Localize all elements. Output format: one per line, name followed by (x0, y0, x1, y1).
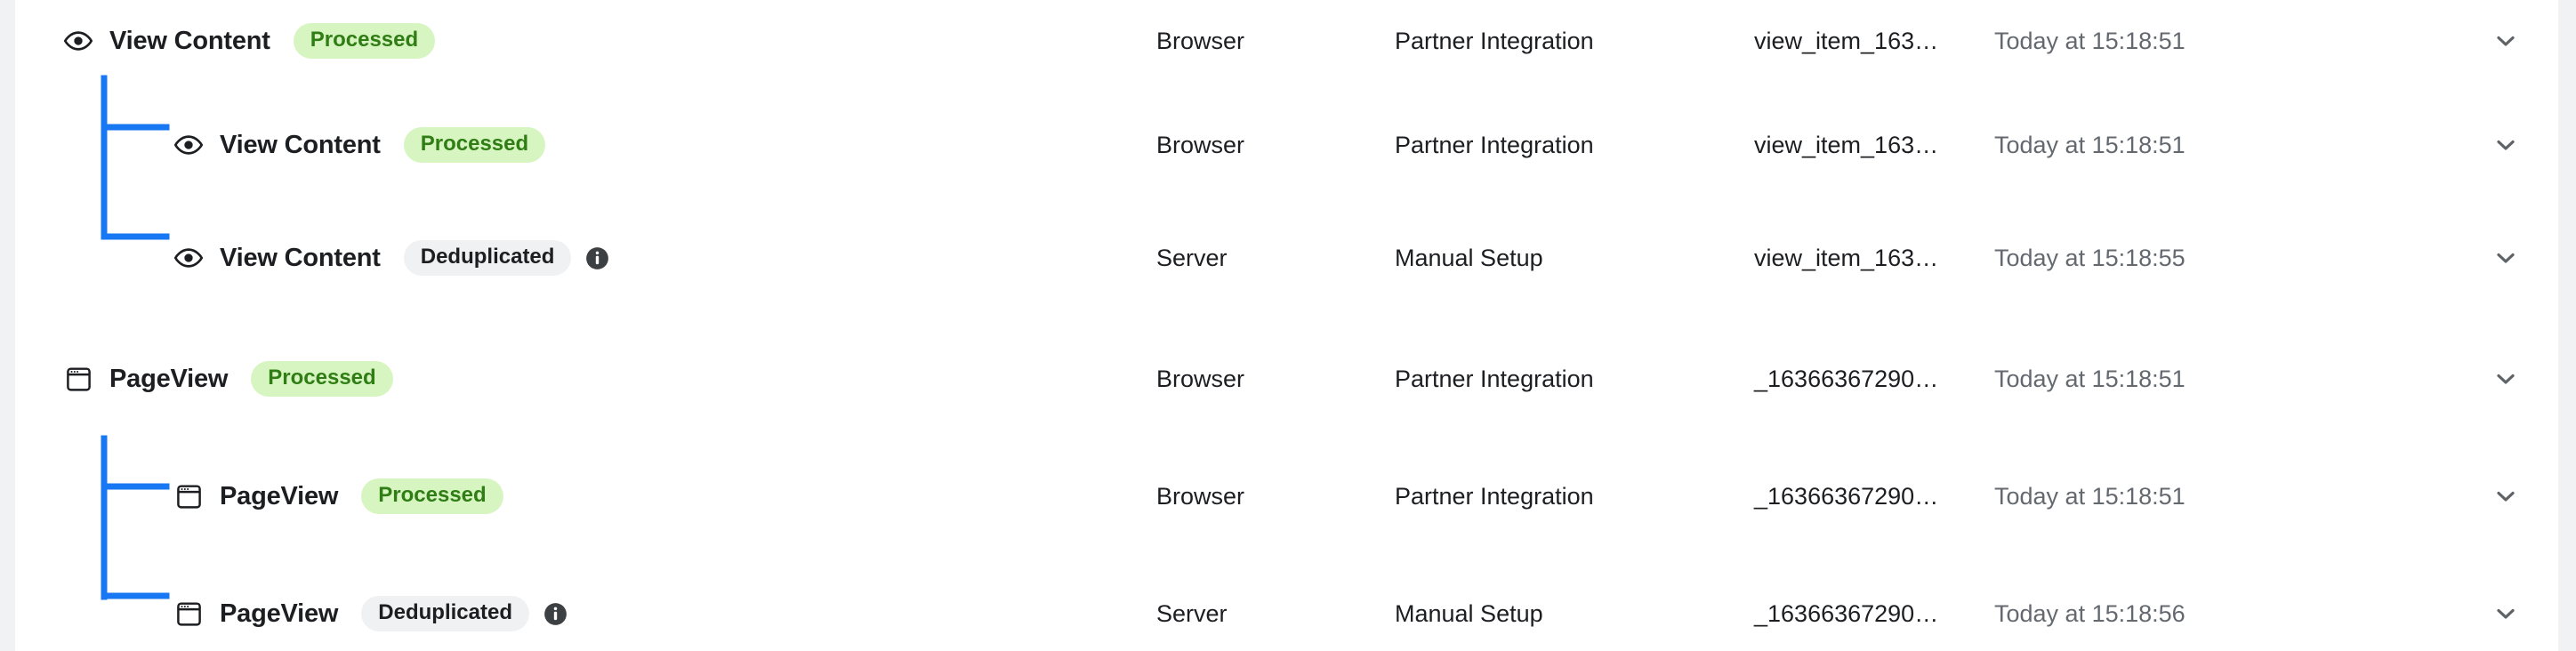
event-name-cell[interactable]: View Content Processed (168, 115, 546, 175)
event-timestamp-cell: Today at 15:18:56 (1994, 599, 2186, 627)
event-id-cell: view_item_163… (1754, 244, 1939, 271)
browser-window-icon (168, 593, 209, 634)
event-setup-cell: Partner Integration (1395, 27, 1594, 54)
event-id-cell: _16366367290… (1754, 599, 1939, 627)
table-row[interactable]: View Content Processed Browser Partner Inte… (15, 11, 2558, 71)
event-timestamp-cell: Today at 15:18:51 (1994, 131, 2186, 158)
table-row[interactable]: View Content Processed Browser Partner Inte… (15, 115, 2558, 175)
chevron-down-icon[interactable] (2479, 115, 2532, 175)
event-name-cell[interactable]: PageView Processed (58, 349, 393, 409)
table-row[interactable]: PageView Deduplicated Server Manual Setup _… (15, 583, 2558, 644)
event-name-cell[interactable]: View Content Processed (58, 11, 436, 71)
eye-icon (168, 237, 209, 278)
browser-window-icon (168, 476, 209, 517)
info-icon[interactable] (543, 602, 568, 626)
event-source-cell: Browser (1156, 27, 1245, 54)
event-setup-cell: Manual Setup (1395, 244, 1543, 271)
event-source-cell: Server (1156, 244, 1228, 271)
event-name-label: PageView (220, 599, 339, 628)
event-id-cell: view_item_163… (1754, 131, 1939, 158)
event-name-label: PageView (109, 364, 229, 393)
event-timestamp-cell: Today at 15:18:51 (1994, 27, 2186, 54)
event-name-cell[interactable]: PageView Deduplicated (168, 583, 568, 644)
eye-icon (168, 125, 209, 165)
status-badge: Processed (403, 127, 546, 163)
chevron-down-icon[interactable] (2479, 583, 2532, 644)
table-row[interactable]: PageView Processed Browser Partner Integrat… (15, 349, 2558, 409)
event-name-label: View Content (220, 243, 381, 272)
event-source-cell: Browser (1156, 131, 1245, 158)
status-badge: Processed (251, 361, 393, 397)
tree-connectors (101, 75, 170, 600)
event-setup-cell: Partner Integration (1395, 131, 1594, 158)
event-name-label: View Content (220, 130, 381, 159)
status-badge: Deduplicated (361, 596, 529, 631)
chevron-down-icon[interactable] (2479, 11, 2532, 71)
event-id-cell: _16366367290… (1754, 482, 1939, 510)
event-name-label: View Content (109, 26, 270, 55)
browser-window-icon (58, 358, 99, 399)
event-setup-cell: Partner Integration (1395, 365, 1594, 392)
event-source-cell: Browser (1156, 482, 1245, 510)
event-name-label: PageView (220, 481, 339, 510)
event-source-cell: Browser (1156, 365, 1245, 392)
event-name-cell[interactable]: PageView Processed (168, 466, 503, 526)
event-name-cell[interactable]: View Content Deduplicated (168, 228, 609, 288)
status-badge: Processed (361, 478, 503, 514)
chevron-down-icon[interactable] (2479, 466, 2532, 526)
event-timestamp-cell: Today at 15:18:55 (1994, 244, 2186, 271)
event-setup-cell: Partner Integration (1395, 482, 1594, 510)
table-row[interactable]: View Content Deduplicated Server Manual Se… (15, 228, 2558, 288)
event-id-cell: _16366367290… (1754, 365, 1939, 392)
event-id-cell: view_item_163… (1754, 27, 1939, 54)
event-source-cell: Server (1156, 599, 1228, 627)
status-badge: Processed (293, 23, 436, 59)
eye-icon (58, 20, 99, 61)
event-setup-cell: Manual Setup (1395, 599, 1543, 627)
info-icon[interactable] (585, 246, 609, 270)
status-badge: Deduplicated (403, 240, 572, 276)
table-row[interactable]: PageView Processed Browser Partner Integrat… (15, 466, 2558, 526)
event-timestamp-cell: Today at 15:18:51 (1994, 482, 2186, 510)
chevron-down-icon[interactable] (2479, 228, 2532, 288)
event-timestamp-cell: Today at 15:18:51 (1994, 365, 2186, 392)
chevron-down-icon[interactable] (2479, 349, 2532, 409)
